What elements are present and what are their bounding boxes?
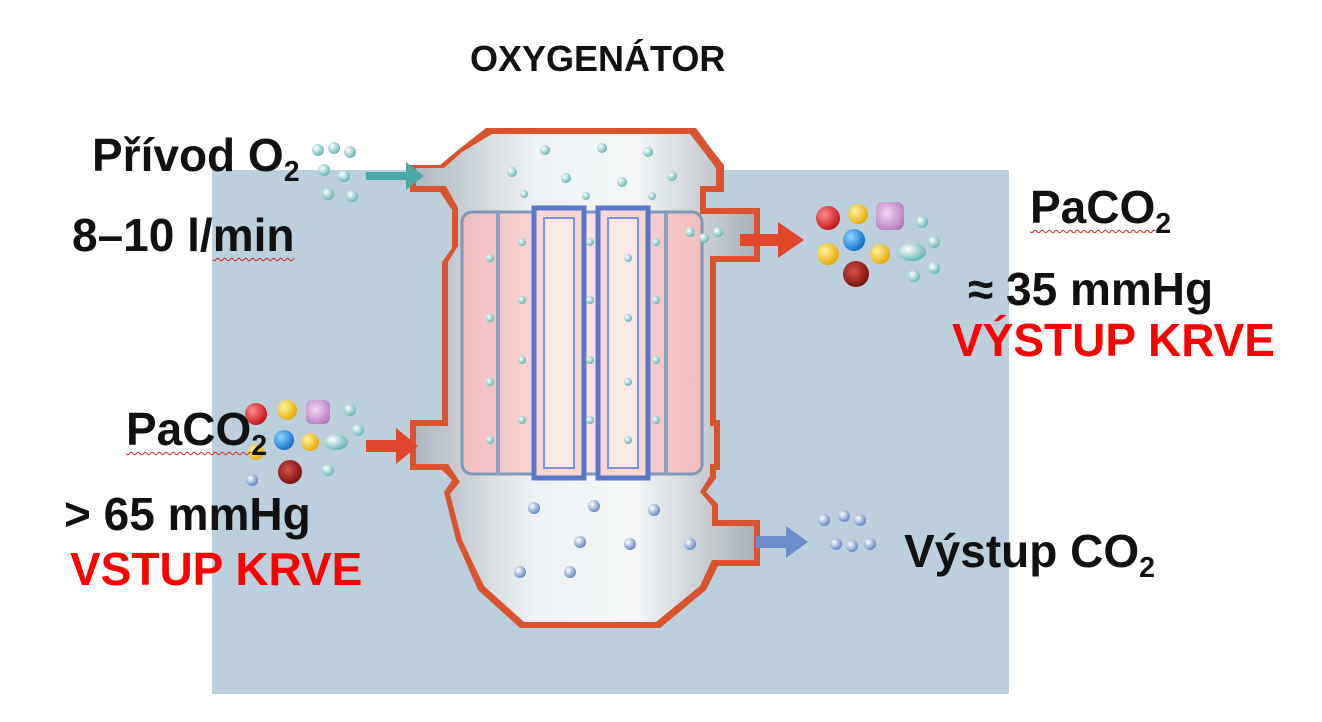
- blood-inlet-param-subscript: 2: [251, 429, 268, 462]
- blood-outlet-arrow: [740, 222, 804, 258]
- o2-flow-unit: min: [212, 209, 295, 261]
- co2-particles: [514, 500, 876, 578]
- blood-outlet-param-subscript: 2: [1155, 207, 1172, 240]
- blood-inlet-param: PaCO2: [126, 402, 267, 463]
- o2-inlet-subscript: 2: [283, 155, 300, 188]
- blood-inlet-arrow: [366, 428, 418, 464]
- fiber-bundle: [531, 205, 651, 481]
- blood-outlet-label: VÝSTUP KRVE: [952, 314, 1275, 366]
- blood-outlet-param: PaCO2: [1030, 180, 1171, 241]
- o2-flow-rate: 8–10 l/min: [72, 208, 294, 262]
- inner-divider-right: [664, 212, 668, 474]
- o2-inlet-label: Přívod O2: [92, 128, 300, 189]
- blood-outlet-param-text: PaCO: [1030, 181, 1156, 233]
- co2-outlet-text: Výstup CO: [904, 525, 1140, 577]
- page-title: OXYGENÁTOR: [470, 38, 726, 79]
- o2-inlet-arrow: [366, 162, 424, 190]
- o2-inlet-particles: [312, 142, 358, 202]
- blood-outlet-cells: [816, 202, 940, 287]
- blood-outlet-value: ≈ 35 mmHg: [968, 263, 1214, 315]
- o2-inlet-text: Přívod O: [92, 129, 284, 181]
- blood-inlet-param-text: PaCO: [126, 403, 252, 455]
- blood-inlet-label: VSTUP KRVE: [70, 543, 363, 595]
- inner-divider-left: [496, 212, 500, 474]
- gas-particles: [486, 143, 723, 444]
- blood-inlet-cells: [245, 400, 364, 486]
- blood-inlet-value: > 65 mmHg: [64, 488, 311, 540]
- co2-outlet-arrow: [756, 526, 808, 558]
- co2-outlet-subscript: 2: [1139, 551, 1156, 584]
- o2-flow-value: 8–10 l/: [72, 209, 213, 261]
- co2-outlet-label: Výstup CO2: [904, 524, 1155, 585]
